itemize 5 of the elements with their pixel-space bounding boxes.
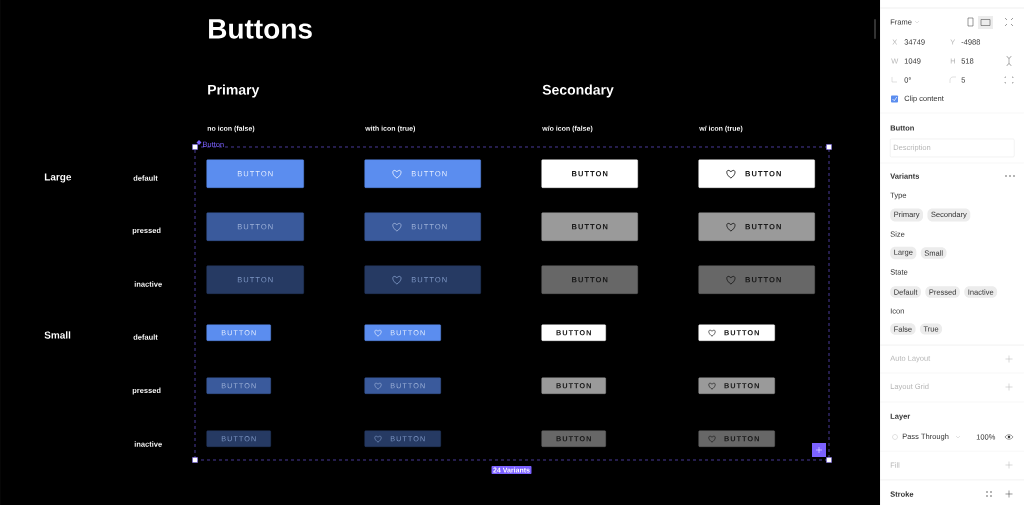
label: Small [44, 331, 71, 339]
section-heading: Secondary [542, 84, 614, 98]
section-heading: Primary [208, 84, 260, 98]
page-title: Buttons [209, 19, 312, 39]
label: Large [44, 173, 72, 183]
